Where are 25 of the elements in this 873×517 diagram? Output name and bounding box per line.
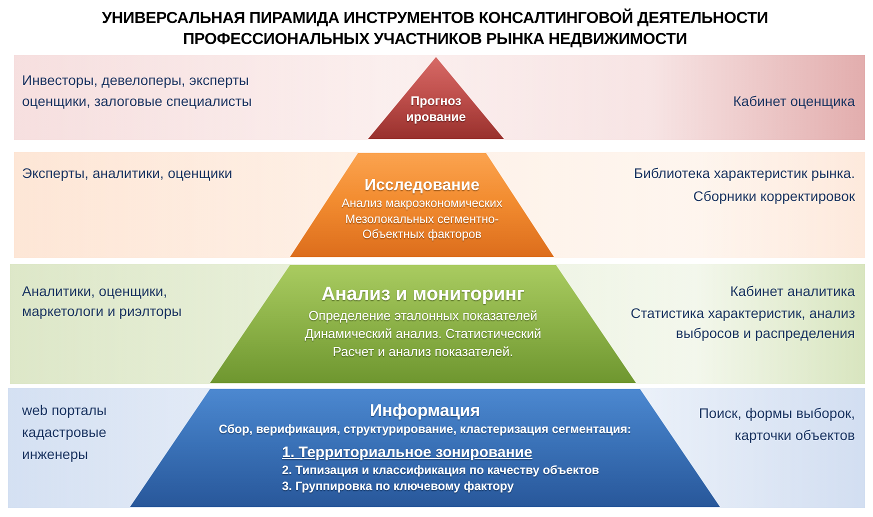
tier-description: Сбор, верификация, структурирование, кластеризация сегментация: [218, 421, 632, 437]
tier-band [10, 264, 865, 384]
tier-heading: Исследование [364, 176, 480, 196]
side-label: Библиотека характеристик рынка. [632, 164, 855, 183]
list-item: 1. Территориальное зонирование [282, 444, 532, 462]
tier-band [14, 55, 865, 140]
list-item: 2. Типизация и классификация по качеству объектов [282, 462, 600, 478]
tier-band [8, 388, 865, 508]
diagram-title: УНИВЕРСАЛЬНАЯ ПИРАМИДА ИНСТРУМЕНТОВ КОНСАЛТИНГОВОЙ ДЕЯТЕЛЬНОСТИ ПРОФЕССИОНАЛЬНЫХ УЧАСТНИКОВ РЫНКА НЕДВИЖИМОСТИ [100, 8, 770, 50]
side-label: Сборники корректировок [692, 187, 855, 206]
side-label: Поиск, формы выборок, карточки объектов [698, 404, 855, 445]
side-label: Кабинет аналитика [729, 282, 855, 301]
tier-band [14, 152, 865, 258]
tier-description: Определение эталонных показателей Динамический анализ. Статистический Расчет и анализ показателей. [304, 307, 542, 361]
side-label: Эксперты, аналитики, оценщики [22, 164, 234, 183]
side-label: Инвесторы, девелоперы, эксперты оценщики, залоговые специалисты [22, 71, 253, 111]
tier-description: Анализ макроэкономических Мезолокальных сегментно-Объектных факторов [340, 196, 504, 242]
tier-heading: Информация [370, 401, 480, 421]
list-item: 3. Группировка по ключевому фактору [282, 478, 514, 494]
tier-heading: Анализ и мониторинг [321, 283, 525, 307]
side-label: web порталы кадастровые инженеры [22, 401, 108, 464]
side-label: Статистика характеристик, анализ выбросов и распределения [630, 304, 855, 343]
tier-heading: Прогнозирование [405, 93, 467, 125]
side-label: Аналитики, оценщики, маркетологи и риэлторы [22, 282, 183, 321]
side-label: Кабинет оценщика [732, 92, 855, 111]
